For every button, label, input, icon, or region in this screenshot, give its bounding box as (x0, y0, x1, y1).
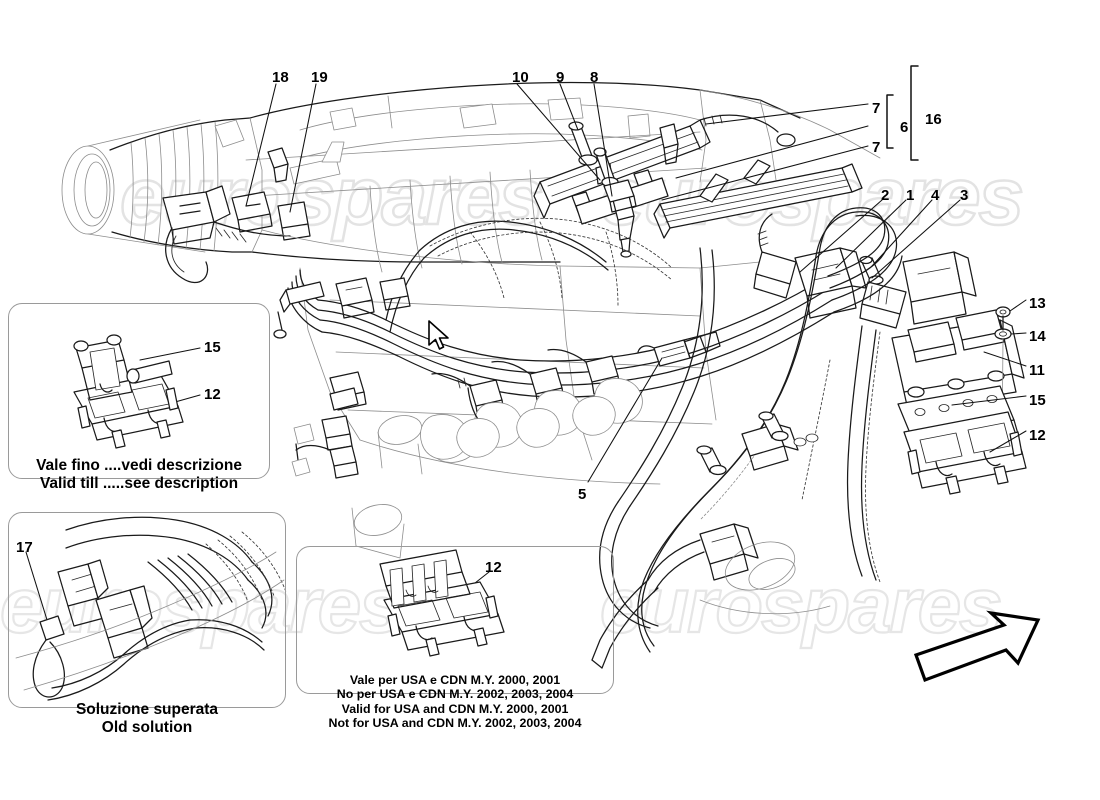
bottom-connector (699, 523, 759, 581)
callout-number-13: 13 (1029, 295, 1046, 312)
callout-number-7: 7 (872, 139, 881, 156)
caption-line: No per USA e CDN M.Y. 2002, 2003, 2004 (336, 687, 574, 702)
lower-harness-loops (591, 207, 903, 669)
inset-panel-old-solution (8, 512, 286, 708)
inset-panel-usa-cdn-model-years (296, 546, 614, 694)
callout-number-11: 11 (1029, 362, 1045, 379)
ignition-and-ecu (753, 213, 1025, 453)
callout-number-8: 8 (590, 69, 599, 86)
old-connector-2 (95, 585, 153, 659)
lower-plug-row (329, 387, 616, 458)
callout-number-12: 12 (204, 386, 221, 403)
callout-number-19: 19 (311, 69, 328, 86)
direction-arrow-shape (913, 610, 1041, 683)
harness-connector-a (335, 277, 375, 319)
mouse-cursor (428, 320, 449, 350)
injector-2 (659, 123, 679, 165)
callout-number-2: 2 (881, 187, 890, 204)
callout-number-4: 4 (931, 187, 940, 204)
callout-number-18: 18 (272, 69, 289, 86)
coil-connector-1 (431, 372, 505, 419)
callout-number-6: 6 (900, 119, 909, 136)
ecu-mounting-tray-right (897, 385, 1027, 495)
callout-number-12: 12 (485, 559, 502, 576)
old-connector-1 (57, 559, 109, 627)
callout-number-15: 15 (204, 339, 221, 356)
callout-number-7: 7 (872, 100, 881, 117)
inset1-art (73, 334, 184, 449)
caption-line: Not for USA and CDN M.Y. 2002, 2003, 200… (328, 716, 582, 731)
inset3-art (379, 549, 505, 657)
grouping-brackets (886, 65, 919, 161)
callout-number-3: 3 (960, 187, 969, 204)
rail-bolt-9 (568, 121, 598, 166)
caption-line: Old solution (101, 718, 193, 736)
lower-left-connector (295, 444, 359, 479)
callout-number-14: 14 (1029, 328, 1046, 345)
callout-number-1: 1 (906, 187, 915, 204)
callout-number-5: 5 (578, 486, 587, 503)
callout-number-17: 17 (16, 539, 33, 556)
callout-number-10: 10 (512, 69, 529, 86)
caption-line: Vale fino ....vedi descrizione (36, 457, 242, 474)
inset2-art (15, 516, 287, 701)
spark-plug-5 (637, 331, 721, 367)
caption-line: Soluzione superata (75, 701, 219, 718)
caption-line: Valid for USA and CDN M.Y. 2000, 2001 (341, 701, 569, 716)
inset-panel-valid-till-see-description (8, 303, 270, 479)
caption-line: Valid till .....see description (39, 474, 239, 492)
caption-line: Vale per USA e CDN M.Y. 2000, 2001 (349, 673, 561, 687)
callout-number-12: 12 (1029, 427, 1046, 444)
callout-number-16: 16 (925, 111, 942, 128)
harness-connector-b (379, 277, 411, 311)
callout-number-9: 9 (556, 69, 565, 86)
wiring-harness (273, 217, 835, 479)
callout-number-15: 15 (1029, 392, 1046, 409)
